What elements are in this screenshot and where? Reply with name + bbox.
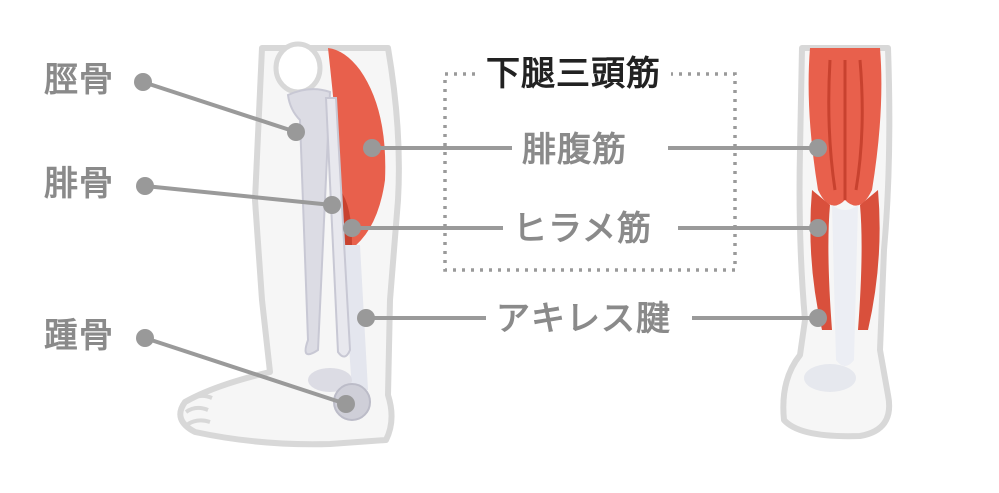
label-achilles: アキレス腱 (486, 299, 681, 339)
label-soleus: ヒラメ筋 (503, 209, 662, 249)
gastrocnemius-back-detail (827, 59, 864, 200)
dot-calcaneus (337, 395, 355, 413)
label-fibula: 腓骨 (44, 164, 114, 204)
label-calcaneus: 踵骨 (44, 316, 114, 356)
label-gastrocnemius: 腓腹筋 (512, 130, 637, 170)
tibia-shape (286, 88, 332, 356)
heel-back (804, 364, 856, 392)
label-triceps-surae: 下腿三頭筋 (476, 54, 671, 94)
patella-shape (273, 41, 323, 95)
leader-calcaneus (144, 336, 347, 406)
side-view-leg (177, 41, 402, 448)
back-view-leg (780, 45, 893, 440)
fibula-shape (324, 97, 352, 358)
dot-soleus-right (809, 219, 827, 237)
dot-fibula (323, 196, 341, 214)
achilles-side (342, 245, 368, 390)
dot-tibia-label (134, 73, 152, 91)
dot-calcaneus-label (136, 329, 154, 347)
leader-fibula (144, 184, 333, 207)
toes-outline (184, 393, 213, 426)
dot-achilles-left (357, 309, 375, 327)
dot-gastro-left (363, 139, 381, 157)
dot-tibia (287, 123, 305, 141)
leader-tibia (142, 80, 297, 134)
dot-fibula-label (136, 177, 154, 195)
dot-soleus-left (343, 219, 361, 237)
label-tibia: 脛骨 (44, 60, 114, 100)
dot-achilles-right (809, 309, 827, 327)
leader-lines (142, 80, 818, 406)
achilles-back (832, 205, 858, 366)
talus-shape (308, 368, 352, 392)
dot-gastro-right (809, 139, 827, 157)
leader-dots (134, 73, 827, 413)
soleus-back (810, 190, 880, 330)
